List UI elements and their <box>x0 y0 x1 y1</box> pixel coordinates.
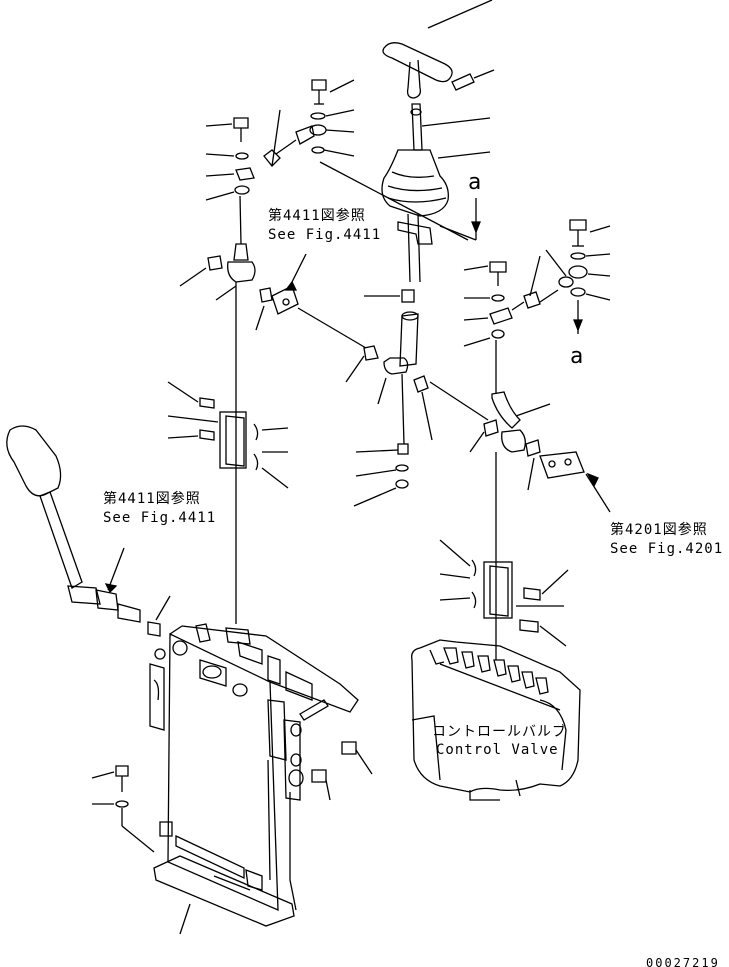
drawing-number: 00027219 <box>646 956 720 967</box>
left-middle-bracket <box>167 381 289 489</box>
t-handle-lever-assembly <box>319 0 495 507</box>
left-ref-jp: 第4411図参照 <box>103 491 201 507</box>
control-valve <box>411 639 581 801</box>
right-ref-jp: 第4201図参照 <box>610 522 708 538</box>
floor-lever <box>6 425 171 637</box>
top-ref-en: See Fig.4411 <box>268 227 382 243</box>
right-upper-linkage <box>429 219 611 660</box>
left-ref-en: See Fig.4411 <box>103 510 217 526</box>
control-valve-label-jp: コントロールバルブ <box>432 724 567 740</box>
right-middle-bracket <box>439 539 569 647</box>
control-valve-label-en: Control Valve <box>436 742 559 758</box>
view-marker-right: a <box>570 344 584 369</box>
lower-frame <box>91 623 373 935</box>
view-marker-upper: a <box>468 170 482 195</box>
right-ref-en: See Fig.4201 <box>610 541 724 557</box>
top-ref-jp: 第4411図参照 <box>268 208 366 224</box>
upper-left-linkage <box>179 79 367 624</box>
